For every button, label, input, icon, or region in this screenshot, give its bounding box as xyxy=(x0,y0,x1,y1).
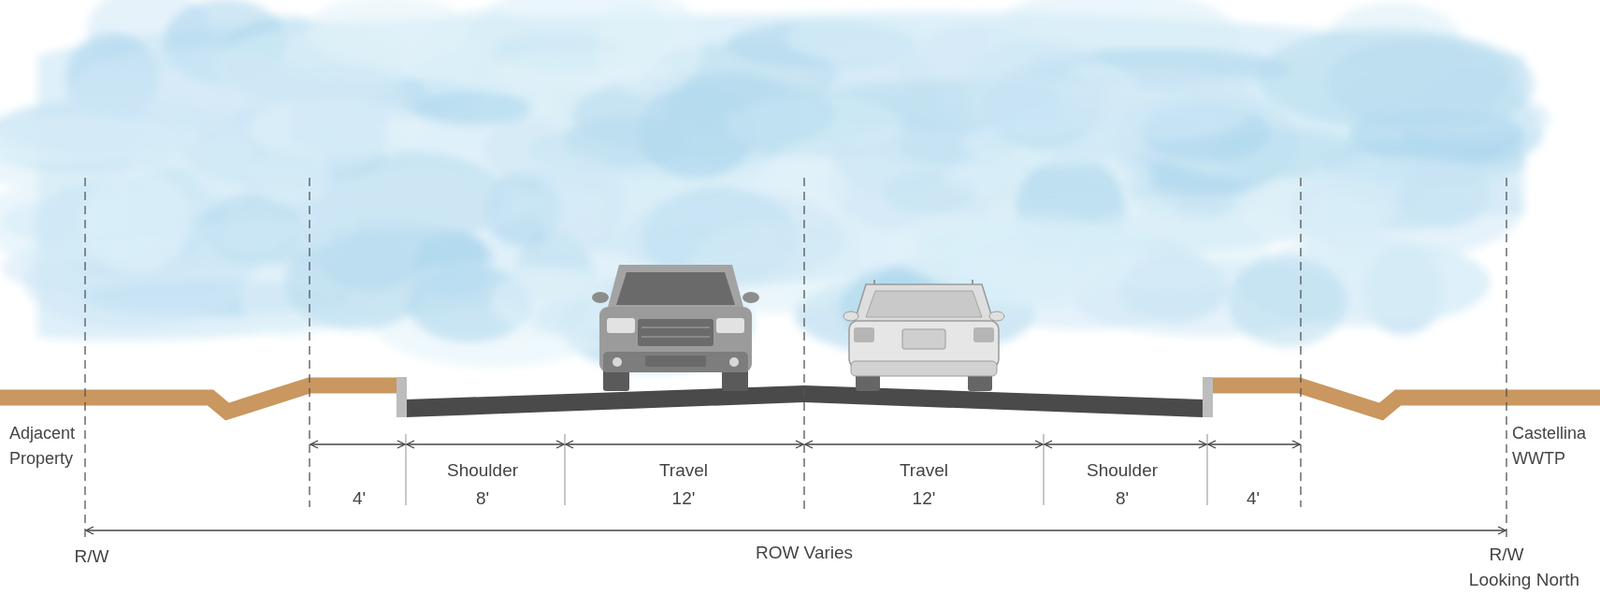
car-rear xyxy=(843,279,1005,391)
cloud-blob xyxy=(1300,193,1385,272)
ground-right xyxy=(1211,385,1600,412)
cloud-blob xyxy=(0,96,231,157)
cloud-blob xyxy=(415,90,531,125)
sky-clouds xyxy=(0,0,1554,374)
property-label: Adjacent Property xyxy=(9,420,88,472)
cloud-blob xyxy=(306,0,469,66)
dimension-value: 12' xyxy=(672,488,696,510)
dimension-value: 8' xyxy=(475,488,490,510)
cloud-blob xyxy=(573,73,837,156)
property-label: Castellina WWTP xyxy=(1512,420,1593,472)
lane-name: Travel xyxy=(659,460,708,482)
dimension-lines xyxy=(86,444,1506,531)
dimension-value: 4' xyxy=(352,488,366,510)
cloud-blob xyxy=(190,217,335,256)
lane-name: Shoulder xyxy=(446,460,519,482)
cloud-blob xyxy=(963,40,1114,140)
dimension-value: ROW Varies xyxy=(755,542,853,564)
cloud-blob xyxy=(596,0,705,96)
cloud-blob xyxy=(536,152,626,255)
view-note: Looking North xyxy=(1469,569,1580,591)
cloud-blob xyxy=(787,14,929,62)
ground-left xyxy=(0,385,397,412)
curb-right xyxy=(1202,376,1213,418)
lane-name: Shoulder xyxy=(1086,460,1158,482)
cloud-blob xyxy=(1227,256,1348,347)
row-label: R/W xyxy=(1489,544,1525,566)
cloud-blob xyxy=(253,141,331,208)
curb-left xyxy=(396,376,407,418)
suv-front xyxy=(591,264,760,391)
dimension-value: 4' xyxy=(1246,488,1260,510)
lane-name: Travel xyxy=(899,460,949,482)
row-label: R/W xyxy=(74,546,110,568)
dimension-value: 8' xyxy=(1115,488,1129,510)
dimension-value: 12' xyxy=(912,488,937,510)
reference-lines xyxy=(85,177,1507,541)
cloud-blob xyxy=(1257,27,1512,128)
